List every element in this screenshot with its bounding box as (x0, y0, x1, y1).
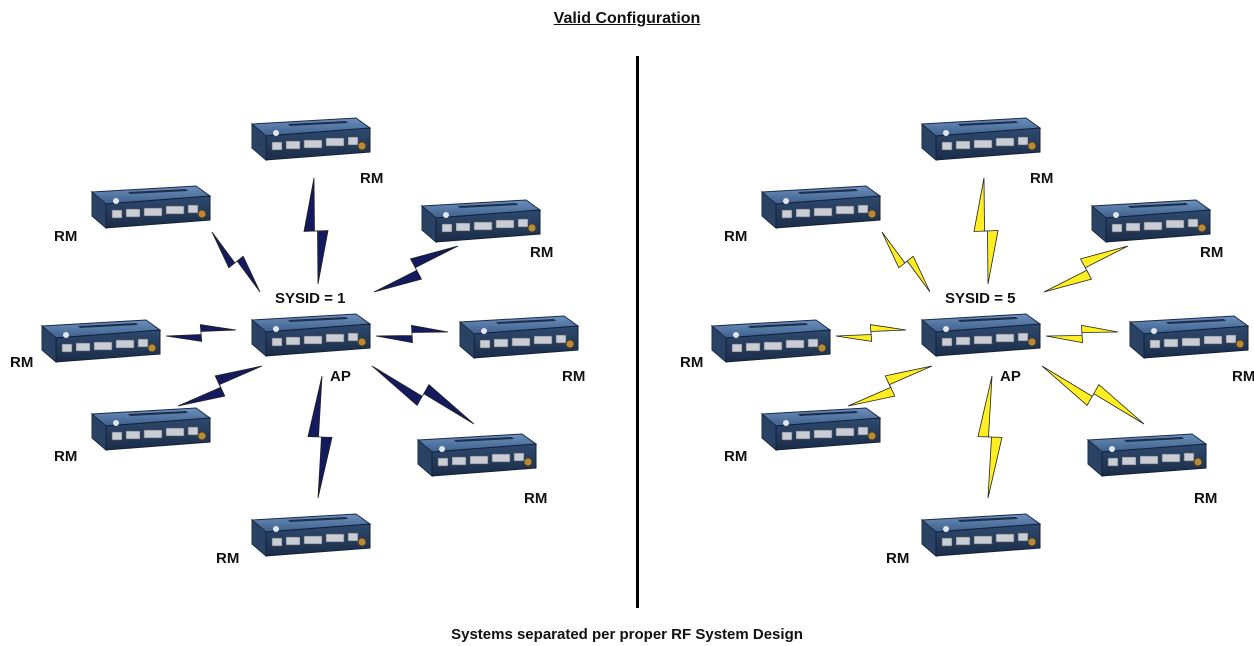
system-1-rf-link (371, 365, 475, 425)
system-2-rf-link (881, 231, 931, 293)
system-1-rm-label: RM (530, 244, 554, 261)
system-2-rm-label: RM (680, 354, 704, 371)
system-2-rm-device (710, 319, 832, 364)
system-1-rf-link (373, 245, 459, 293)
system-2-rm-device (760, 185, 882, 230)
system-2-rf-link (835, 324, 907, 342)
system-1-rm-label: RM (54, 228, 78, 245)
system-2-rm-label: RM (1200, 244, 1224, 261)
system-2-rf-link (847, 365, 933, 407)
system-divider (636, 56, 639, 608)
system-2-rm-device (760, 407, 882, 452)
system-1-rm-device (416, 433, 538, 478)
system-1-rm-device (90, 407, 212, 452)
system-1-rf-link (375, 324, 449, 344)
system-2-ap-label: AP (1000, 368, 1021, 385)
system-2-rm-label: RM (724, 448, 748, 465)
system-2-rf-link (1043, 245, 1129, 293)
system-2-sysid-label: SYSID = 5 (945, 290, 1016, 307)
system-2-rf-link (977, 375, 1003, 499)
diagram-caption: Systems separated per proper RF System D… (451, 626, 803, 643)
system-1-rm-label: RM (360, 170, 384, 187)
system-2-rm-label: RM (886, 550, 910, 567)
system-1-ap-device (250, 313, 372, 358)
system-2-rm-device (920, 513, 1042, 558)
system-2-rm-label: RM (1030, 170, 1054, 187)
system-2-rf-link (1041, 365, 1145, 425)
system-2-rm-device (920, 117, 1042, 162)
diagram-title: Valid Configuration (553, 10, 701, 27)
system-1-ap-label: AP (330, 368, 351, 385)
system-1-rm-device (458, 315, 580, 360)
system-2-rm-device (1090, 199, 1212, 244)
system-1-rm-label: RM (562, 368, 586, 385)
system-2-rf-link (973, 177, 999, 285)
system-1-rm-label: RM (10, 354, 34, 371)
system-1-rf-link (211, 231, 261, 293)
system-1-rm-device (250, 117, 372, 162)
system-2-rm-device (1086, 433, 1208, 478)
system-2-rm-label: RM (1194, 490, 1218, 507)
system-1-rf-link (165, 324, 237, 342)
system-1-rm-device (250, 513, 372, 558)
system-1-rm-label: RM (216, 550, 240, 567)
system-1-rm-label: RM (54, 448, 78, 465)
system-1-rf-link (307, 375, 333, 499)
system-2-rm-device (1128, 315, 1250, 360)
system-1-sysid-label: SYSID = 1 (275, 290, 346, 307)
system-1-rf-link (177, 365, 263, 407)
system-2-rm-label: RM (1232, 368, 1254, 385)
system-1-rm-device (40, 319, 162, 364)
system-1-rf-link (303, 177, 329, 285)
system-1-rm-device (90, 185, 212, 230)
system-2-rf-link (1045, 324, 1119, 344)
system-2-rm-label: RM (724, 228, 748, 245)
system-2-ap-device (920, 313, 1042, 358)
system-1-rm-label: RM (524, 490, 548, 507)
system-1-rm-device (420, 199, 542, 244)
